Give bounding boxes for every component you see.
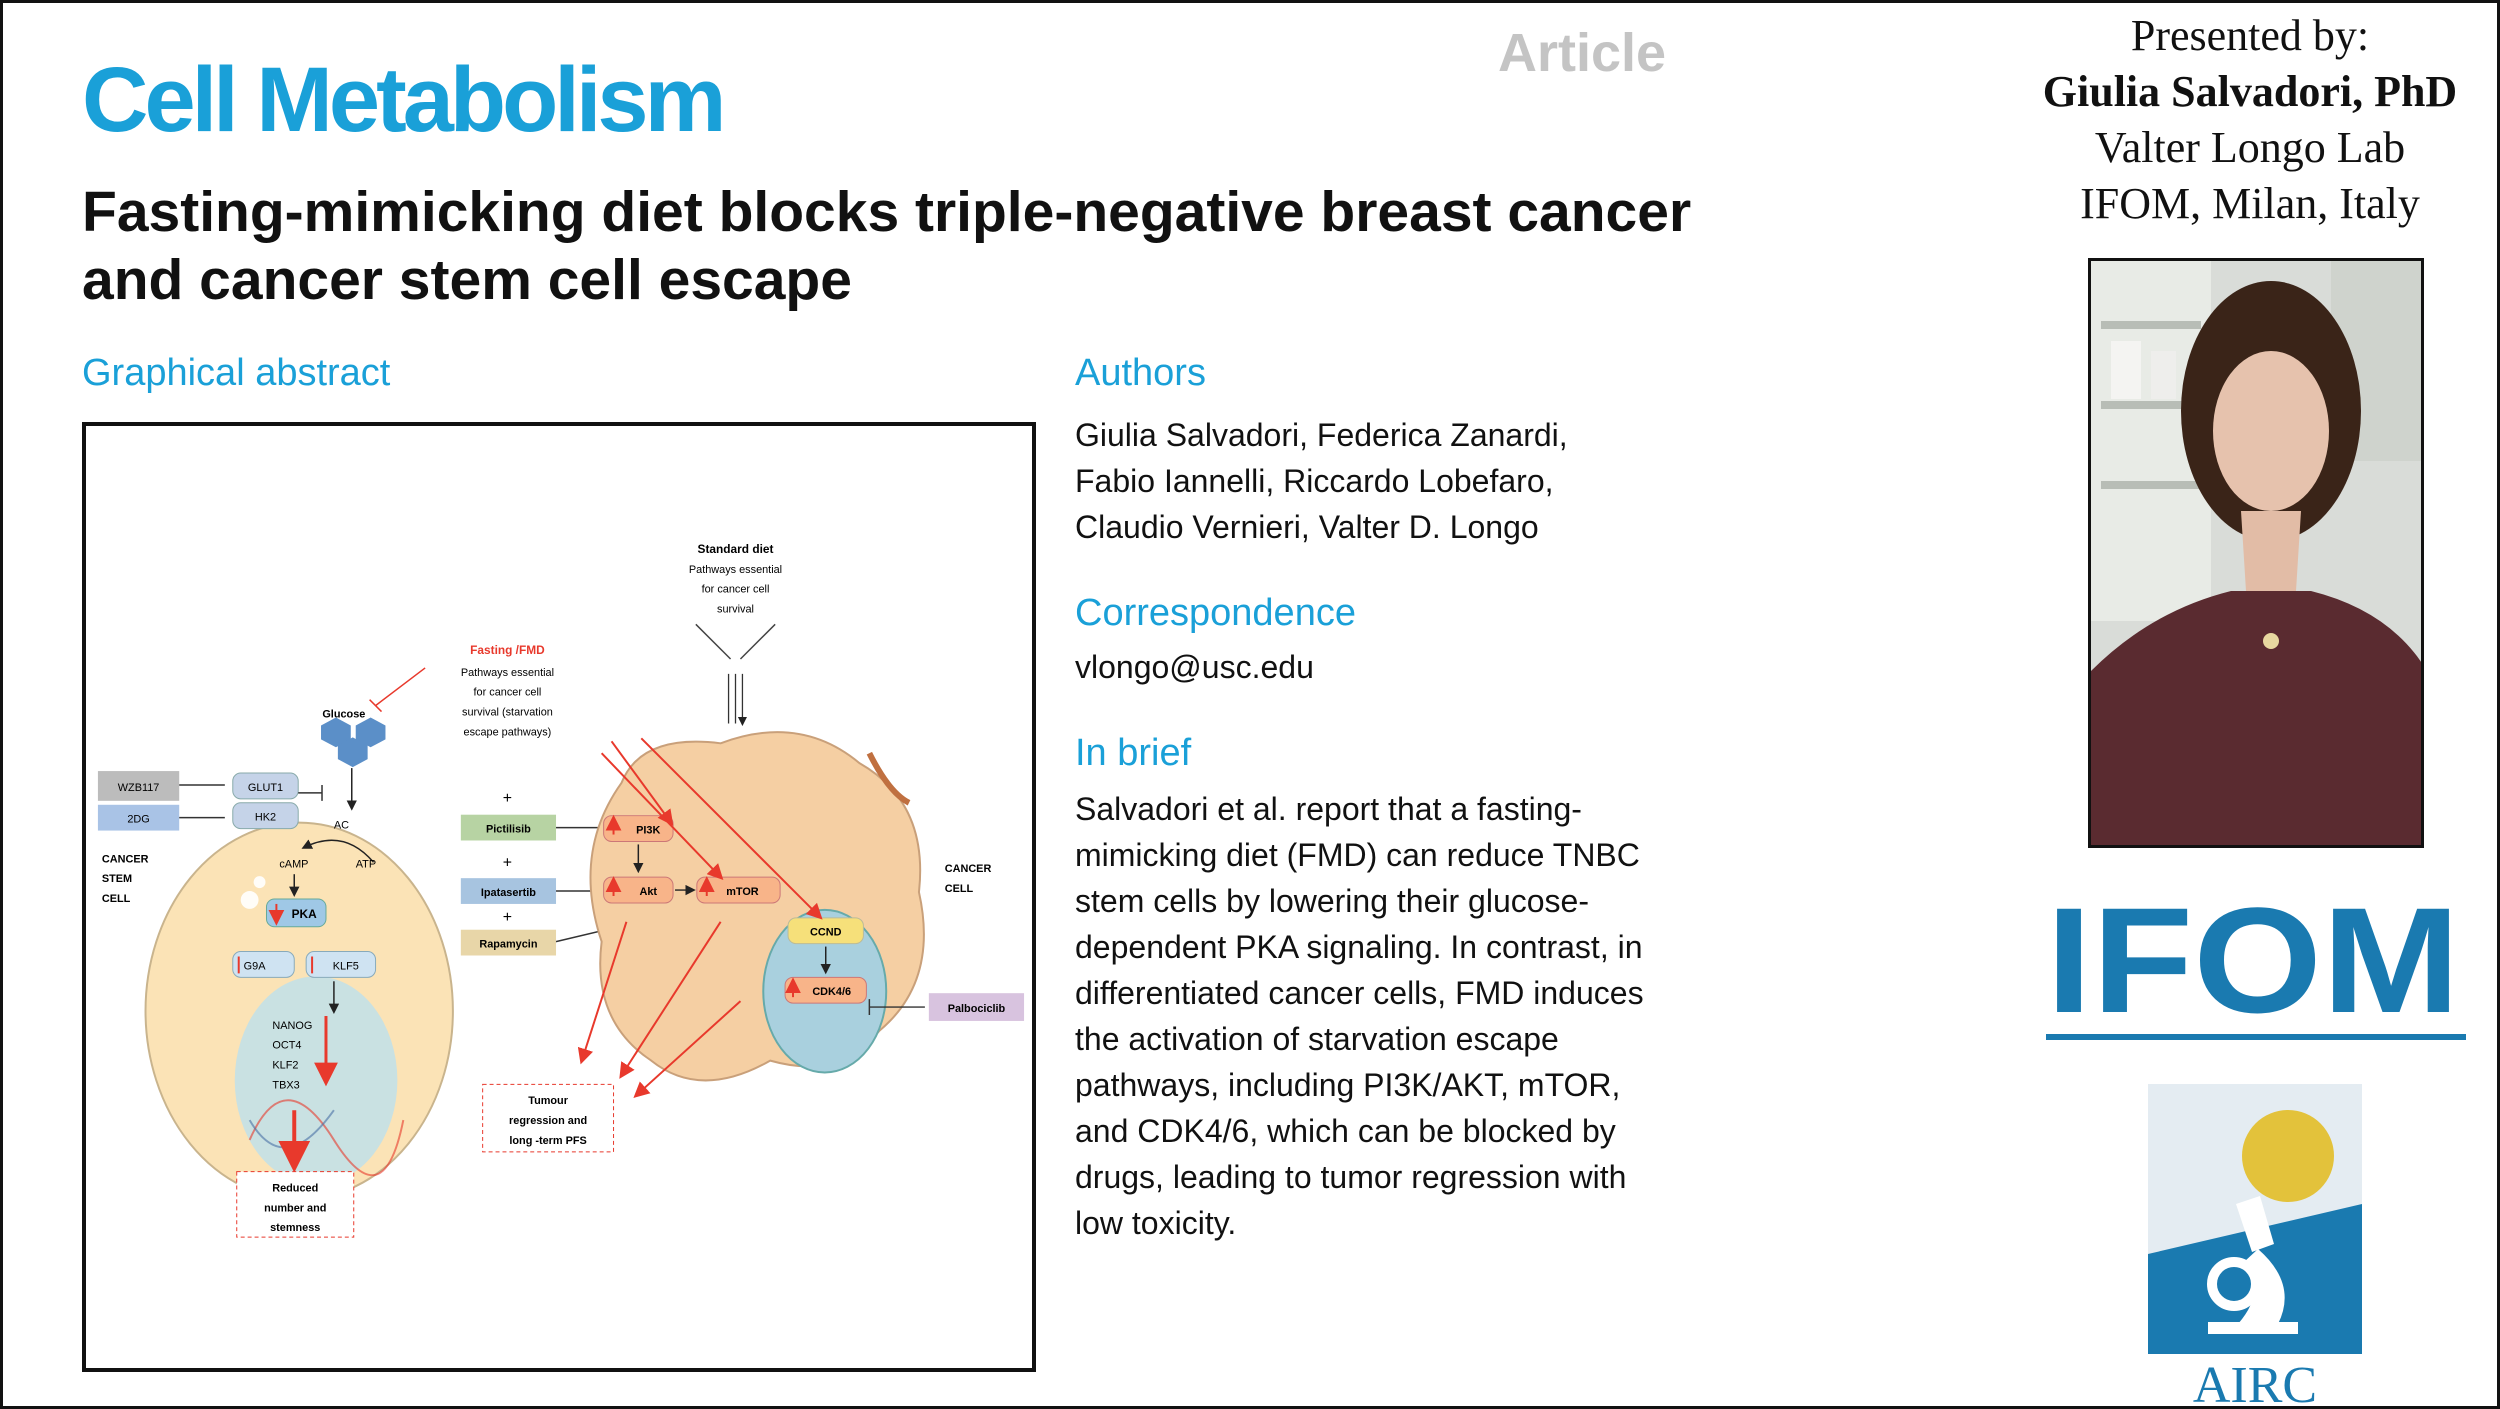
- svg-text:survival (starvation: survival (starvation: [462, 707, 553, 719]
- svg-text:CANCER: CANCER: [945, 863, 992, 875]
- in-brief-line: dependent PKA signaling. In contrast, in: [1075, 929, 1643, 965]
- presenter-name: Giulia Salvadori, PhD: [2042, 67, 2458, 116]
- in-brief-text: Salvadori et al. report that a fasting- …: [1075, 786, 1644, 1246]
- svg-text:Reduced: Reduced: [272, 1182, 318, 1194]
- svg-text:for cancer cell: for cancer cell: [474, 687, 542, 699]
- presenter-video: [2088, 258, 2424, 848]
- svg-text:HK2: HK2: [255, 812, 276, 824]
- svg-text:regression and: regression and: [509, 1115, 587, 1127]
- journal-name: Cell Metabolism: [82, 49, 726, 151]
- svg-text:AC: AC: [334, 820, 349, 832]
- svg-text:Pictilisib: Pictilisib: [486, 824, 531, 836]
- svg-text:number and: number and: [264, 1202, 326, 1214]
- svg-text:for cancer cell: for cancer cell: [702, 584, 770, 596]
- graphical-abstract: Standard diet Pathways essential for can…: [82, 422, 1036, 1372]
- in-brief-line: differentiated cancer cells, FMD induces: [1075, 975, 1644, 1011]
- svg-text:+: +: [503, 909, 512, 926]
- authors-line: Fabio Iannelli, Riccardo Lobefaro,: [1075, 463, 1554, 499]
- authors-list: Giulia Salvadori, Federica Zanardi, Fabi…: [1075, 412, 1568, 550]
- presenter-label: Presented by:: [2130, 11, 2370, 60]
- svg-text:Glucose: Glucose: [322, 709, 365, 721]
- in-brief-line: stem cells by lowering their glucose-: [1075, 883, 1589, 919]
- svg-text:cAMP: cAMP: [279, 858, 308, 870]
- presenter-lab: Valter Longo Lab: [2094, 123, 2406, 172]
- svg-text:long -term PFS: long -term PFS: [509, 1135, 586, 1147]
- svg-text:G9A: G9A: [244, 960, 267, 972]
- in-brief-line: and CDK4/6, which can be blocked by: [1075, 1113, 1616, 1149]
- ifom-logo: IFOM: [2046, 876, 2466, 1054]
- svg-text:+: +: [503, 790, 512, 807]
- svg-text:2DG: 2DG: [127, 814, 149, 826]
- svg-text:CANCER: CANCER: [102, 853, 149, 865]
- svg-text:OCT4: OCT4: [272, 1040, 301, 1052]
- svg-text:Pathways essential: Pathways essential: [461, 667, 554, 679]
- svg-text:AIRC: AIRC: [2193, 1357, 2317, 1409]
- authors-heading: Authors: [1075, 352, 1206, 394]
- standard-diet-label: Standard diet Pathways essential for can…: [689, 542, 782, 615]
- svg-text:Standard diet: Standard diet: [698, 542, 774, 556]
- article-type: Article: [1498, 23, 1667, 83]
- correspondence-heading: Correspondence: [1075, 592, 1356, 634]
- in-brief-line: the activation of starvation escape: [1075, 1021, 1559, 1057]
- presenter-info: Presented by: Giulia Salvadori, PhD Valt…: [1960, 8, 2500, 232]
- in-brief-line: drugs, leading to tumor regression with: [1075, 1159, 1627, 1195]
- svg-text:CCND: CCND: [810, 927, 842, 939]
- in-brief-line: low toxicity.: [1075, 1205, 1237, 1241]
- svg-text:Ipatasertib: Ipatasertib: [481, 887, 536, 899]
- paper-title: Fasting-mimicking diet blocks triple-neg…: [82, 180, 1692, 312]
- airc-logo: AIRC: [2148, 1084, 2362, 1409]
- svg-text:KLF2: KLF2: [272, 1060, 298, 1072]
- in-brief-line: Salvadori et al. report that a fasting-: [1075, 791, 1582, 827]
- authors-line: Giulia Salvadori, Federica Zanardi,: [1075, 417, 1568, 453]
- svg-text:Palbociclib: Palbociclib: [948, 1003, 1006, 1015]
- presenter-institute: IFOM, Milan, Italy: [2080, 179, 2420, 228]
- svg-text:GLUT1: GLUT1: [248, 782, 283, 794]
- svg-text:CELL: CELL: [945, 883, 974, 895]
- svg-text:IFOM: IFOM: [2046, 884, 2460, 1044]
- svg-text:WZB117: WZB117: [118, 782, 160, 794]
- svg-text:stemness: stemness: [270, 1222, 320, 1234]
- svg-text:Fasting /FMD: Fasting /FMD: [470, 643, 545, 657]
- svg-text:Akt: Akt: [639, 886, 657, 898]
- svg-text:escape pathways): escape pathways): [464, 726, 552, 738]
- in-brief-line: pathways, including PI3K/AKT, mTOR,: [1075, 1067, 1621, 1103]
- authors-line: Claudio Vernieri, Valter D. Longo: [1075, 509, 1539, 545]
- svg-text:STEM: STEM: [102, 873, 132, 885]
- svg-text:Rapamycin: Rapamycin: [479, 939, 537, 951]
- svg-text:CELL: CELL: [102, 893, 131, 905]
- svg-text:survival: survival: [717, 603, 754, 615]
- svg-text:NANOG: NANOG: [272, 1020, 312, 1032]
- in-brief-heading: In brief: [1075, 732, 1192, 774]
- svg-text:PI3K: PI3K: [636, 825, 660, 837]
- svg-text:Pathways essential: Pathways essential: [689, 564, 782, 576]
- svg-text:KLF5: KLF5: [333, 960, 359, 972]
- svg-text:PKA: PKA: [292, 907, 317, 921]
- svg-text:ATP: ATP: [356, 858, 376, 870]
- svg-text:TBX3: TBX3: [272, 1079, 299, 1091]
- svg-text:CDK4/6: CDK4/6: [812, 986, 851, 998]
- graphical-abstract-heading: Graphical abstract: [82, 352, 391, 394]
- svg-text:+: +: [503, 854, 512, 871]
- fasting-label: Fasting /FMD Pathways essential for canc…: [461, 643, 554, 738]
- correspondence-email[interactable]: vlongo@usc.edu: [1075, 649, 1314, 685]
- in-brief-line: mimicking diet (FMD) can reduce TNBC: [1075, 837, 1640, 873]
- svg-text:Tumour: Tumour: [528, 1095, 568, 1107]
- svg-text:mTOR: mTOR: [726, 886, 759, 898]
